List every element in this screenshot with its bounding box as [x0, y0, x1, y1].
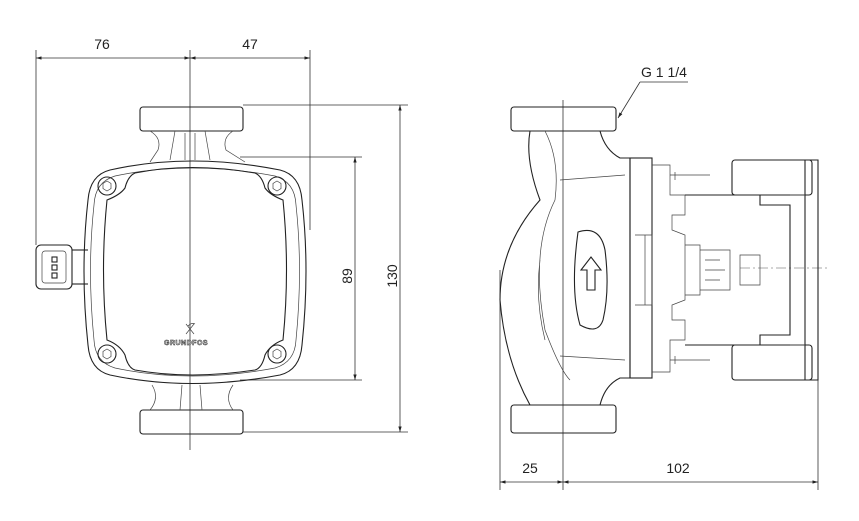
side-flange-bottom [510, 404, 617, 434]
dim-label-130: 130 [384, 264, 400, 288]
pump-housing [83, 160, 307, 385]
motor-stator [685, 194, 791, 346]
svg-text:GRUNDFOS: GRUNDFOS [164, 340, 208, 347]
bolt-icons [97, 176, 287, 364]
outlet-flange-bottom [139, 409, 244, 435]
terminal-box-top [731, 159, 813, 196]
flow-arrow-icon [579, 256, 603, 291]
control-box-cover [102, 166, 288, 376]
grundfos-logo: GRUNDFOS [164, 322, 208, 347]
dim-label-76: 76 [94, 36, 110, 52]
dim-label-102: 102 [666, 460, 690, 476]
side-flange-top [510, 106, 617, 132]
pump-volute [499, 130, 631, 406]
motor-flange [629, 157, 653, 379]
terminal-box-bottom [731, 344, 813, 381]
front-view: GRUNDFOS 76 47 89 130 [35, 36, 408, 450]
flow-direction-panel [573, 229, 608, 330]
dim-label-25: 25 [522, 460, 538, 476]
side-view: G 1 1/4 25 102 [499, 64, 830, 490]
dim-label-89: 89 [339, 268, 355, 284]
electrical-connector [35, 244, 88, 290]
dim-label-47: 47 [242, 36, 258, 52]
thread-label: G 1 1/4 [641, 64, 687, 80]
motor-end-cover [804, 159, 819, 381]
inlet-flange-top [139, 106, 244, 132]
thread-callout: G 1 1/4 [617, 64, 688, 119]
